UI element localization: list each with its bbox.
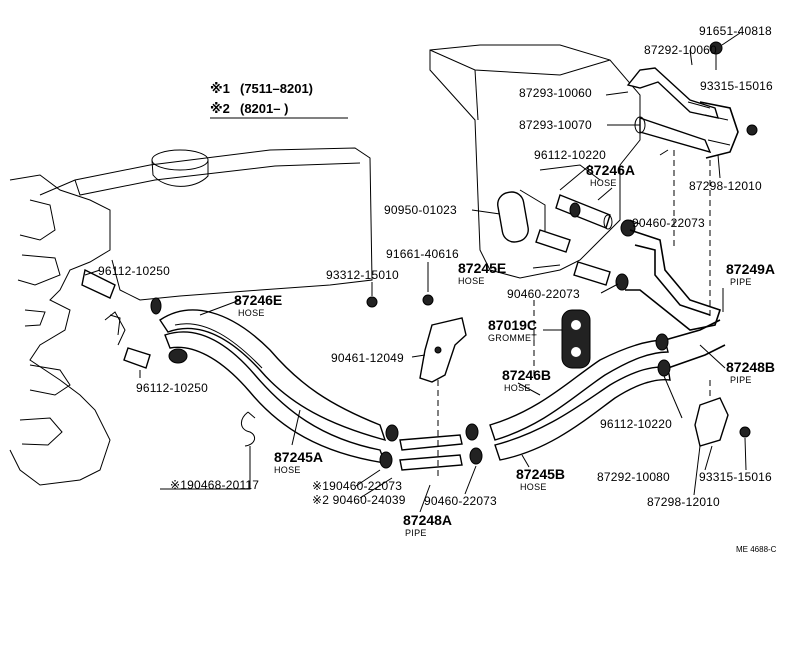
left-hose-runs (81, 268, 387, 464)
part-label-87245a-sub: HOSE (274, 465, 301, 475)
radiator-tank-illustration (39, 147, 373, 301)
legend-note1-range: (7511–8201) (240, 81, 313, 96)
center-bracket-illustration (366, 294, 467, 383)
part-label-90950-01023: 90950-01023 (384, 203, 457, 217)
part-label-2-90460-24039: ※2 90460-24039 (312, 493, 406, 507)
part-label-87246b-sub: HOSE (504, 383, 531, 393)
part-label-87246e: 87246E (234, 292, 282, 308)
legend-note1-mark: ※1 (210, 81, 230, 96)
part-label-87246e-sub: HOSE (238, 308, 265, 318)
part-label-96112-10220-bot: 96112-10220 (600, 417, 672, 431)
part-label-90460-22073-bot: 90460-22073 (424, 494, 497, 508)
part-label-87245e: 87245E (458, 260, 506, 276)
part-label-87245e-sub: HOSE (458, 276, 485, 286)
wire-clip-illustration (241, 411, 256, 447)
part-label-90460-22073-right: 90460-22073 (632, 216, 705, 230)
part-label-96112-10250-top: 96112-10250 (98, 264, 170, 278)
lower-right-clamp-illustration (694, 397, 751, 447)
guide-lines (437, 150, 711, 480)
part-label-87298-12010-top: 87298-12010 (689, 179, 762, 193)
part-label-91651-40818: 91651-40818 (699, 24, 772, 38)
part-label-87246b: 87246B (502, 367, 551, 383)
part-label-87248a: 87248A (403, 512, 452, 528)
part-label-87245b-sub: HOSE (520, 482, 547, 492)
leader-lines (84, 32, 747, 513)
part-label-87292-10080: 87292-10080 (597, 470, 670, 484)
part-label-96112-10250-bot: 96112-10250 (136, 381, 208, 395)
part-label-87245b: 87245B (516, 466, 565, 482)
part-label-87248b-sub: PIPE (730, 375, 752, 385)
right-hose-runs (489, 319, 726, 461)
part-label-87246a: 87246A (586, 162, 635, 178)
engine-block-illustration (9, 174, 126, 486)
figure-code: ME 4688-C (736, 545, 777, 554)
part-label-87249a: 87249A (726, 261, 775, 277)
heater-connection-hoses (497, 191, 722, 331)
part-label-87248a-sub: PIPE (405, 528, 427, 538)
part-label-87246a-sub: HOSE (590, 178, 617, 188)
part-label-87293-10070: 87293-10070 (519, 118, 592, 132)
grommet-illustration (561, 309, 591, 369)
legend: ※1 (7511–8201) ※2 (8201– ) (210, 81, 348, 119)
part-label-87019c: 87019C (488, 317, 537, 333)
part-label-190468-20117: ※190468-20117 (170, 478, 259, 492)
part-label-91661-40616: 91661-40616 (386, 247, 459, 261)
part-label-93315-15016-top: 93315-15016 (700, 79, 773, 93)
part-label-87292-10060: 87292-10060 (644, 43, 717, 57)
part-label-190460-22073: ※190460-22073 (312, 479, 402, 493)
part-label-96112-10220-top: 96112-10220 (534, 148, 606, 162)
legend-note2-range: (8201– ) (240, 101, 288, 116)
part-label-87249a-sub: PIPE (730, 277, 752, 287)
part-label-87293-10060: 87293-10060 (519, 86, 592, 100)
part-label-87298-12010-bot: 87298-12010 (647, 495, 720, 509)
part-label-87019c-sub: GROMMET (488, 333, 537, 343)
part-labels: 91651-40818 87292-10060 87293-10060 9331… (98, 24, 777, 554)
part-label-87245a: 87245A (274, 449, 323, 465)
part-label-90460-22073-mid: 90460-22073 (507, 287, 580, 301)
upper-hose-assembly (626, 41, 758, 159)
lower-pipe-assembly (379, 423, 483, 471)
legend-note2-mark: ※2 (210, 101, 230, 116)
part-label-90461-12049: 90461-12049 (331, 351, 404, 365)
part-label-93315-15016-bot: 93315-15016 (699, 470, 772, 484)
heater-unit-illustration (429, 44, 641, 279)
part-label-93312-15010: 93312-15010 (326, 268, 399, 282)
part-label-87248b: 87248B (726, 359, 775, 375)
